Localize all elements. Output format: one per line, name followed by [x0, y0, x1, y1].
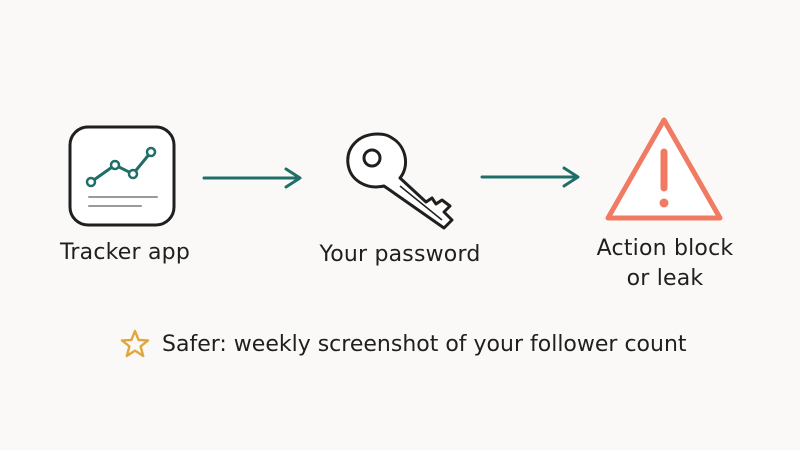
tracker-app-icon — [68, 125, 176, 227]
arrow-right-icon — [480, 166, 580, 188]
step-label-line: or leak — [626, 266, 704, 291]
step-label-action-block: Action block or leak — [580, 234, 750, 294]
key-icon — [346, 132, 454, 230]
step-label-your-password: Your password — [319, 242, 481, 267]
arrow-right-icon — [202, 167, 302, 189]
step-label-line: Action block — [596, 236, 734, 261]
tip-text: Safer: weekly screenshot of your followe… — [162, 331, 687, 357]
step-label-tracker-app: Tracker app — [60, 240, 190, 265]
warning-icon — [605, 117, 723, 221]
safer-tip: Safer: weekly screenshot of your followe… — [120, 326, 700, 362]
star-icon — [120, 329, 150, 358]
